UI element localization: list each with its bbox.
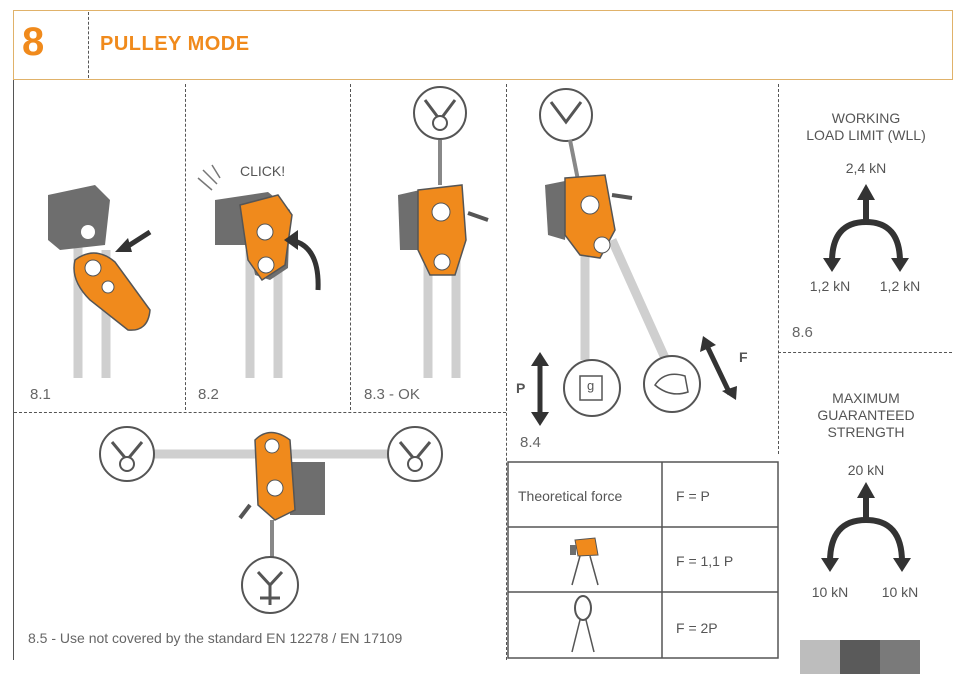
weight-label: g <box>587 378 595 393</box>
table-row1-value: F = P <box>676 488 710 504</box>
mgs-right-value: 10 kN <box>881 584 919 600</box>
divider-84-86 <box>778 84 779 454</box>
step-8-4-caption: 8.4 <box>520 434 541 451</box>
wll-top-value: 2,4 kN <box>845 160 887 176</box>
wll-left-value: 1,2 kN <box>809 278 851 294</box>
divider-row <box>14 412 506 413</box>
divider-83-84 <box>506 84 507 660</box>
mgs-title-line1: MAXIMUM <box>832 390 900 406</box>
force-p-label: P <box>516 380 526 396</box>
wll-right-value: 1,2 kN <box>879 278 921 294</box>
click-label: CLICK! <box>240 163 286 179</box>
mgs-top-value: 20 kN <box>847 462 885 478</box>
mgs-title-line3: STRENGTH <box>827 424 905 440</box>
divider-82-83 <box>350 84 351 410</box>
section-number: 8 <box>22 20 45 64</box>
table-row3-value: F = 2P <box>676 620 718 636</box>
step-8-5-caption: 8.5 - Use not covered by the standard EN… <box>28 630 403 646</box>
frame-left <box>13 80 14 660</box>
step-8-1-caption: 8.1 <box>30 386 51 403</box>
step-8-6-caption: 8.6 <box>792 324 813 341</box>
device-8-4 <box>531 88 737 426</box>
device-8-5 <box>99 426 443 614</box>
mgs-force-diagram <box>821 482 911 572</box>
device-8-1 <box>48 185 152 378</box>
wll-title-line1: WORKING <box>831 110 901 126</box>
header-divider <box>88 12 89 78</box>
section-title: PULLEY MODE <box>100 33 250 55</box>
device-8-3 <box>398 86 489 378</box>
table-row1-label: Theoretical force <box>518 488 623 504</box>
step-8-3-caption: 8.3 - OK <box>364 386 420 403</box>
force-f-label: F <box>739 349 748 365</box>
force-table <box>507 461 779 659</box>
mgs-title-line2: GUARANTEED <box>817 407 915 423</box>
mini-device-icon <box>570 537 599 586</box>
wll-title-line2: LOAD LIMIT (WLL) <box>806 127 926 143</box>
gray-block-mid <box>880 640 920 674</box>
mini-carabiner-icon <box>571 595 595 653</box>
gray-block-light <box>800 640 840 674</box>
wll-force-diagram <box>823 184 909 272</box>
device-8-2 <box>197 164 321 378</box>
section-header <box>13 10 953 80</box>
divider-81-82 <box>185 84 186 410</box>
step-8-2-caption: 8.2 <box>198 386 219 403</box>
gray-block-dark <box>840 640 880 674</box>
divider-86-mgs <box>778 352 952 353</box>
table-row2-value: F = 1,1 P <box>676 553 734 569</box>
mgs-left-value: 10 kN <box>811 584 849 600</box>
